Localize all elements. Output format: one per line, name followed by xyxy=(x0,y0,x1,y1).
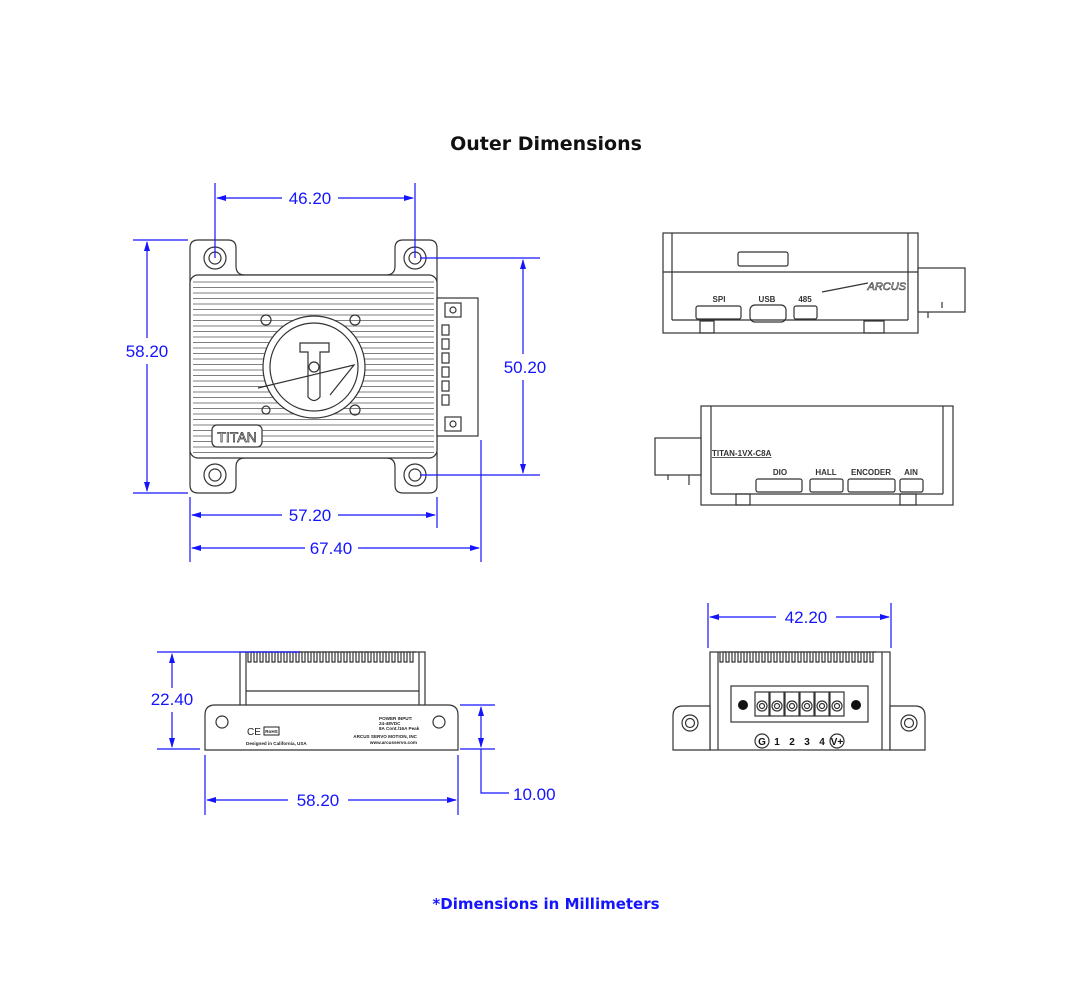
terminal-label-circle xyxy=(829,733,845,749)
voltage-label: 24-48VDC xyxy=(379,721,401,726)
side-view-b: TITAN-1VX-C8A DIO HALL ENCODER AIN xyxy=(654,405,954,506)
mounting-hole xyxy=(203,463,227,487)
dim-flange-height: 10.00 xyxy=(513,785,556,804)
port-label-hall: HALL xyxy=(815,468,836,477)
page-title: Outer Dimensions xyxy=(450,133,642,155)
terminal-screws xyxy=(754,691,845,717)
terminal-label: 1 xyxy=(774,737,780,748)
model-label: TITAN-1VX-C8A xyxy=(712,449,772,458)
terminal-screw-center xyxy=(773,702,781,710)
port-label-dio: DIO xyxy=(773,468,787,477)
power-input-label: POWER INPUT: xyxy=(379,716,413,721)
terminal-label: 3 xyxy=(804,737,810,748)
heatsink-comb xyxy=(719,651,876,663)
terminal-screw xyxy=(831,700,843,712)
terminal-cell xyxy=(754,691,770,717)
top-view: TITAN 46.20 58.20 50.20 57.20 67.40 xyxy=(126,183,547,562)
rs485-port xyxy=(793,305,818,320)
terminal-screw xyxy=(756,700,768,712)
port-label-485: 485 xyxy=(798,295,812,304)
terminal-label: 4 xyxy=(819,737,825,748)
dim-front-width: 42.20 xyxy=(785,608,828,627)
company-label: ARCUS SERVO MOTION, INC xyxy=(353,734,417,739)
dim-hole-spacing-x: 46.20 xyxy=(289,189,332,208)
terminal-label-circle xyxy=(754,733,770,749)
titan-logo-badge xyxy=(211,424,263,448)
terminal-cell xyxy=(784,691,800,717)
dim-end-width: 58.20 xyxy=(297,791,340,810)
usb-port xyxy=(749,304,787,323)
dio-port xyxy=(755,478,803,493)
website-label: www.arcusservo.com xyxy=(369,740,417,745)
connector-pin xyxy=(441,324,450,336)
connector-pin xyxy=(441,366,450,378)
dim-end-height: 22.40 xyxy=(151,690,194,709)
units-footnote: *Dimensions in Millimeters xyxy=(432,895,659,913)
terminal-cell xyxy=(769,691,785,717)
dim-body-width: 57.20 xyxy=(289,506,332,525)
terminal-label: G xyxy=(758,737,766,748)
spi-port xyxy=(695,305,742,320)
mounting-hole-inner xyxy=(208,468,222,482)
hall-port xyxy=(809,478,844,493)
dim-overall-width: 67.40 xyxy=(310,539,353,558)
port-label-encoder: ENCODER xyxy=(851,468,891,477)
side-connector xyxy=(654,437,702,476)
port-label-spi: SPI xyxy=(713,295,726,304)
terminal-label: V+ xyxy=(831,737,844,748)
side-view-a: ARCUS SPI USB 485 xyxy=(662,232,966,334)
port-label-usb: USB xyxy=(759,295,776,304)
designed-in-text: Designed in California, USA xyxy=(246,741,307,746)
terminal-screw-center xyxy=(803,702,811,710)
terminal-screw-center xyxy=(758,702,766,710)
connector-pin xyxy=(441,352,450,364)
terminal-screw-center xyxy=(788,702,796,710)
terminal-cell xyxy=(829,691,845,717)
port-label-ain: AIN xyxy=(904,468,918,477)
end-view: CE RoHS Designed in California, USA POWE… xyxy=(151,651,556,815)
encoder-port xyxy=(847,478,896,493)
ce-mark: CE xyxy=(247,727,261,738)
dim-height: 58.20 xyxy=(126,342,169,361)
ain-port xyxy=(899,478,924,493)
terminal-screw xyxy=(801,700,813,712)
rohs-mark: RoHS xyxy=(265,729,278,734)
terminal-screw-center xyxy=(818,702,826,710)
terminal-cell xyxy=(814,691,830,717)
arcus-logo: ARCUS xyxy=(866,281,906,293)
terminal-label: 2 xyxy=(789,737,795,748)
connector-pin xyxy=(441,380,450,392)
top-connector xyxy=(737,251,789,267)
dim-hole-spacing-y: 50.20 xyxy=(504,358,547,377)
connector-pins xyxy=(441,324,450,406)
terminal-screw xyxy=(771,700,783,712)
terminal-screw-center xyxy=(833,702,841,710)
current-label: 8A Cont./16A Peak xyxy=(379,726,420,731)
titan-logo-text: TITAN xyxy=(217,429,256,445)
terminal-cell xyxy=(799,691,815,717)
terminal-screw xyxy=(786,700,798,712)
connector-pin xyxy=(441,338,450,350)
terminal-screw xyxy=(816,700,828,712)
heatsink-comb xyxy=(247,651,416,663)
connector-pin xyxy=(441,394,450,406)
